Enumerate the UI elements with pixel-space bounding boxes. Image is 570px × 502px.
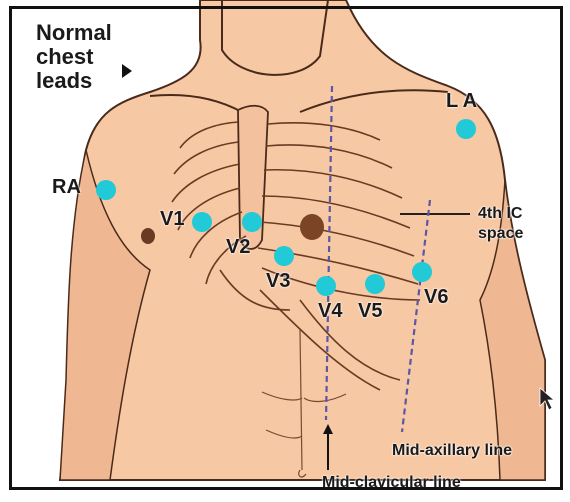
mid-axillary-label: Mid-axillary line bbox=[392, 442, 512, 460]
label-v5: V5 bbox=[358, 300, 382, 323]
label-v1: V1 bbox=[160, 208, 184, 231]
label-ra: RA bbox=[52, 176, 81, 199]
electrode-v4 bbox=[316, 276, 336, 296]
right-nipple bbox=[141, 228, 155, 244]
electrode-la bbox=[456, 119, 476, 139]
ic-space-label-line-2: space bbox=[478, 224, 523, 243]
title-line-1: Normal bbox=[36, 22, 112, 44]
electrode-ra bbox=[96, 180, 116, 200]
label-v4: V4 bbox=[318, 300, 342, 323]
electrode-v2 bbox=[242, 212, 262, 232]
electrode-v5 bbox=[365, 274, 385, 294]
electrode-v1 bbox=[192, 212, 212, 232]
mid-clavicular-label: Mid-clavicular line bbox=[322, 474, 461, 492]
label-v6: V6 bbox=[424, 286, 448, 309]
label-v2: V2 bbox=[226, 236, 250, 259]
title-arrow-icon bbox=[122, 64, 132, 78]
label-la: L A bbox=[446, 90, 477, 113]
electrode-v6 bbox=[412, 262, 432, 282]
title-line-3: leads bbox=[36, 70, 92, 92]
label-v3: V3 bbox=[266, 270, 290, 293]
title-line-2: chest bbox=[36, 46, 93, 68]
electrode-v3 bbox=[274, 246, 294, 266]
torso-body bbox=[60, 0, 545, 480]
ic-space-label-line-1: 4th IC bbox=[478, 204, 522, 223]
left-nipple bbox=[300, 214, 324, 240]
